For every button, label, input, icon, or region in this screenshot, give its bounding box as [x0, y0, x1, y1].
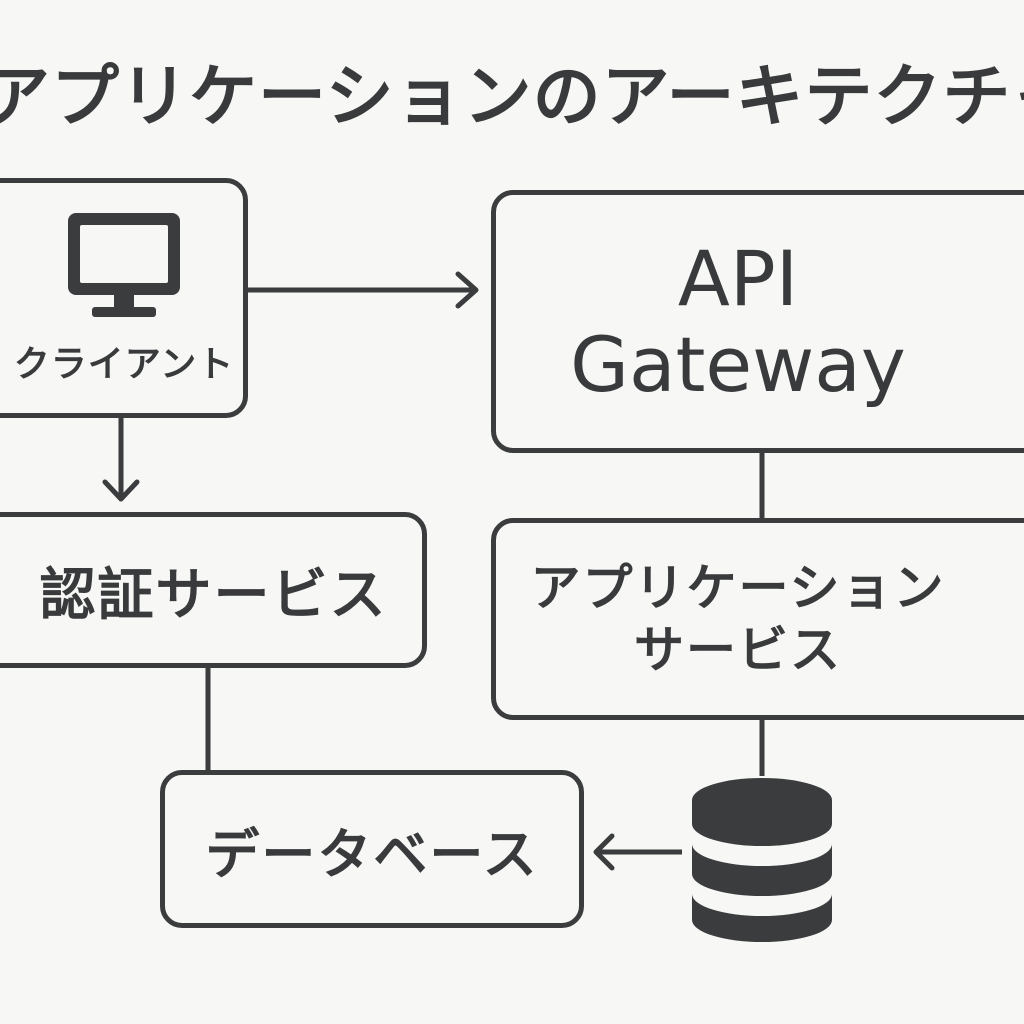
- api-gateway-node: API Gateway: [491, 190, 1024, 453]
- database-label: データベース: [205, 822, 539, 886]
- arrowhead-database: [593, 833, 615, 871]
- arrowhead-gateway: [455, 271, 479, 309]
- arrowhead-auth: [102, 479, 140, 502]
- monitor-icon: [68, 213, 180, 317]
- application-service-node: アプリケーション サービス: [491, 518, 1024, 720]
- client-label: クライアント: [13, 344, 235, 385]
- diagram-title: アプリケーションのアーキテクチャ: [0, 58, 1024, 137]
- database-node: データベース: [160, 770, 584, 928]
- gateway-label-line2: Gateway: [570, 319, 906, 409]
- client-node: クライアント: [0, 178, 248, 418]
- app-label-line1: アプリケーション: [530, 559, 946, 617]
- database-icon: [692, 778, 832, 942]
- auth-service-node: 認証サービス: [0, 512, 427, 668]
- gateway-label-line1: API: [677, 233, 799, 323]
- app-label-line2: サービス: [634, 621, 842, 679]
- auth-label: 認証サービス: [39, 562, 388, 628]
